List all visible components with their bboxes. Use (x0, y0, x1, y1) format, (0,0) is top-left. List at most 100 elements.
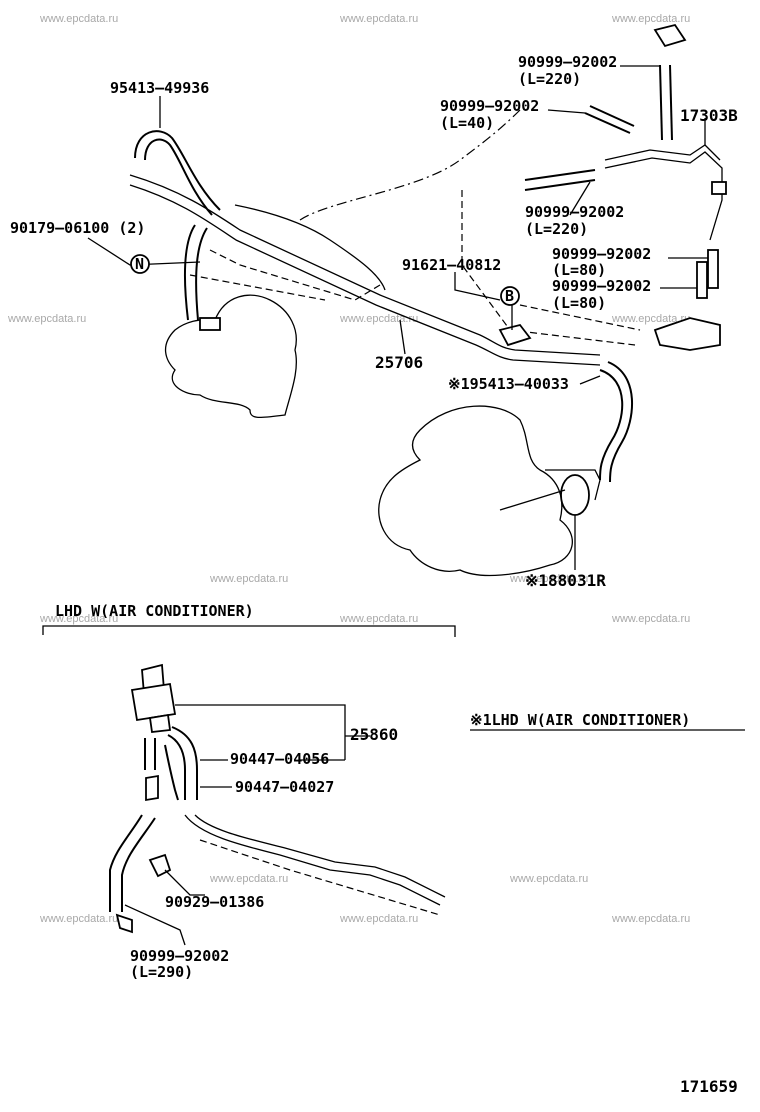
vacuum-pipe-25706 (129, 174, 601, 356)
watermark: www.epcdata.ru (339, 13, 418, 25)
vsv-cap (653, 23, 687, 48)
hose-90447-04027 (164, 744, 179, 801)
hose-l220-mid-edge (524, 179, 596, 191)
hose-l220-top-edge (669, 64, 673, 141)
watermark: www.epcdata.ru (339, 913, 418, 925)
watermark: www.epcdata.ru (39, 613, 118, 625)
part-label-25706: 25706 (375, 353, 423, 372)
leader-dashed (519, 304, 641, 331)
hose-down-left-inner (195, 227, 208, 321)
hose-195413-40033 (599, 369, 624, 481)
hose-l290-end (115, 913, 133, 934)
connector-17303b (711, 181, 727, 195)
part-label-90999-92002-l290: 90999‒92002 (130, 947, 229, 965)
pipe-17303b (604, 144, 721, 161)
callout-circle-b (500, 286, 520, 306)
upper-labels: 95413‒49936 90179‒06100 (2) 90999‒92002 … (10, 53, 738, 590)
pipe-run-lower-edge (194, 814, 446, 898)
callout-circle-n-label: N (135, 255, 144, 273)
circle-markers: N B (130, 254, 520, 306)
leader-90999-l290 (124, 904, 186, 946)
part-label-length-220-mid: (L=220) (525, 220, 588, 238)
pipe-run-lower (184, 814, 441, 906)
booster-diaphragm (560, 474, 590, 516)
watermark: www.epcdata.ru (39, 13, 118, 25)
leader (569, 181, 591, 216)
leader (579, 375, 601, 385)
pipe-17303b-lower (604, 151, 723, 241)
engine-left-outline (164, 294, 297, 419)
hose-90447-04056-edge (171, 726, 198, 800)
section-note-lhd: ※1LHD W(AIR CONDITIONER) (470, 711, 690, 729)
watermark: www.epcdata.ru (611, 13, 690, 25)
connector-small (145, 774, 159, 802)
hose-90447-04056 (167, 734, 186, 800)
part-label-length-290: (L=290) (130, 963, 193, 981)
section-bracket (42, 625, 456, 637)
booster-linkage (545, 469, 601, 501)
part-label-188031r: ※188031R (525, 571, 606, 590)
vsv-valve (653, 317, 721, 351)
leader-90929 (164, 869, 205, 896)
hose-l220-top (659, 64, 663, 141)
pipe-run-dashed (199, 839, 441, 916)
vacuum-pipe-25706-outer (129, 184, 601, 366)
leader-dashed (209, 249, 381, 301)
watermark: www.epcdata.ru (611, 913, 690, 925)
part-label-95413-49936: 95413‒49936 (110, 79, 209, 97)
leader (399, 319, 406, 355)
part-label-90929-01386: 90929‒01386 (165, 893, 264, 911)
lower-section: LHD W(AIR CONDITIONER) ※1LHD W(AIR CONDI… (42, 602, 745, 981)
part-label-90179-06100: 90179‒06100 (2) (10, 219, 145, 237)
part-label-90999-92002-l80b: 90999‒92002 (552, 277, 651, 295)
watermark: www.epcdata.ru (611, 313, 690, 325)
upper-leaders (87, 65, 708, 570)
watermark: www.epcdata.ru (339, 313, 418, 325)
part-label-length-80b: (L=80) (552, 294, 606, 312)
hose-l290-edge (121, 817, 156, 912)
part-label-90999-92002-top: 90999‒92002 (518, 53, 617, 71)
reference-line (299, 109, 521, 221)
section-heading-lhd: LHD W(AIR CONDITIONER) (55, 602, 254, 620)
upper-assembly-drawing (129, 23, 727, 577)
vsv-port (148, 713, 172, 733)
part-label-90999-92002-l80a: 90999‒92002 (552, 245, 651, 263)
watermark: www.epcdata.ru (39, 913, 118, 925)
watermark: www.epcdata.ru (509, 573, 588, 585)
leader-25860-top (175, 704, 346, 760)
watermark: www.epcdata.ru (611, 613, 690, 625)
part-label-17303b: 17303B (680, 106, 738, 125)
part-label-length-80a: (L=80) (552, 261, 606, 279)
leader (454, 272, 501, 301)
leader (87, 237, 201, 266)
hose-95413-49936 (134, 130, 221, 211)
vsv-body (130, 682, 177, 722)
callout-circle-n (130, 254, 150, 274)
part-label-90999-92002-mid: 90999‒92002 (525, 203, 624, 221)
body-panel-outline (234, 204, 386, 291)
hose-l80-b (696, 261, 708, 299)
part-label-91621-40812: 91621‒40812 (402, 256, 501, 274)
hose-l40 (584, 112, 631, 134)
clip (199, 317, 221, 331)
part-label-length-220-top: (L=220) (518, 70, 581, 88)
watermark: www.epcdata.ru (209, 573, 288, 585)
hose-l80-a (707, 249, 719, 289)
leader-dashed (189, 274, 326, 301)
watermark: www.epcdata.ru (339, 613, 418, 625)
engine-right-outline (378, 405, 573, 577)
hose-95413-49936-inner (144, 138, 213, 216)
callout-circle-b-label: B (505, 287, 514, 305)
page-number: 171659 (680, 1077, 738, 1096)
hose-l40-edge (589, 105, 635, 127)
watermarks: www.epcdata.ru www.epcdata.ru www.epcdat… (7, 13, 690, 925)
hose-l290 (109, 814, 143, 912)
watermark: www.epcdata.ru (209, 873, 288, 885)
hose-l220-mid (524, 169, 596, 181)
hose-down-left (183, 224, 196, 321)
part-label-length-40: (L=40) (440, 114, 494, 132)
part-label-90447-04056: 90447‒04056 (230, 750, 329, 768)
part-label-195413-40033: ※195413‒40033 (448, 375, 569, 393)
part-label-25860: 25860 (350, 725, 398, 744)
